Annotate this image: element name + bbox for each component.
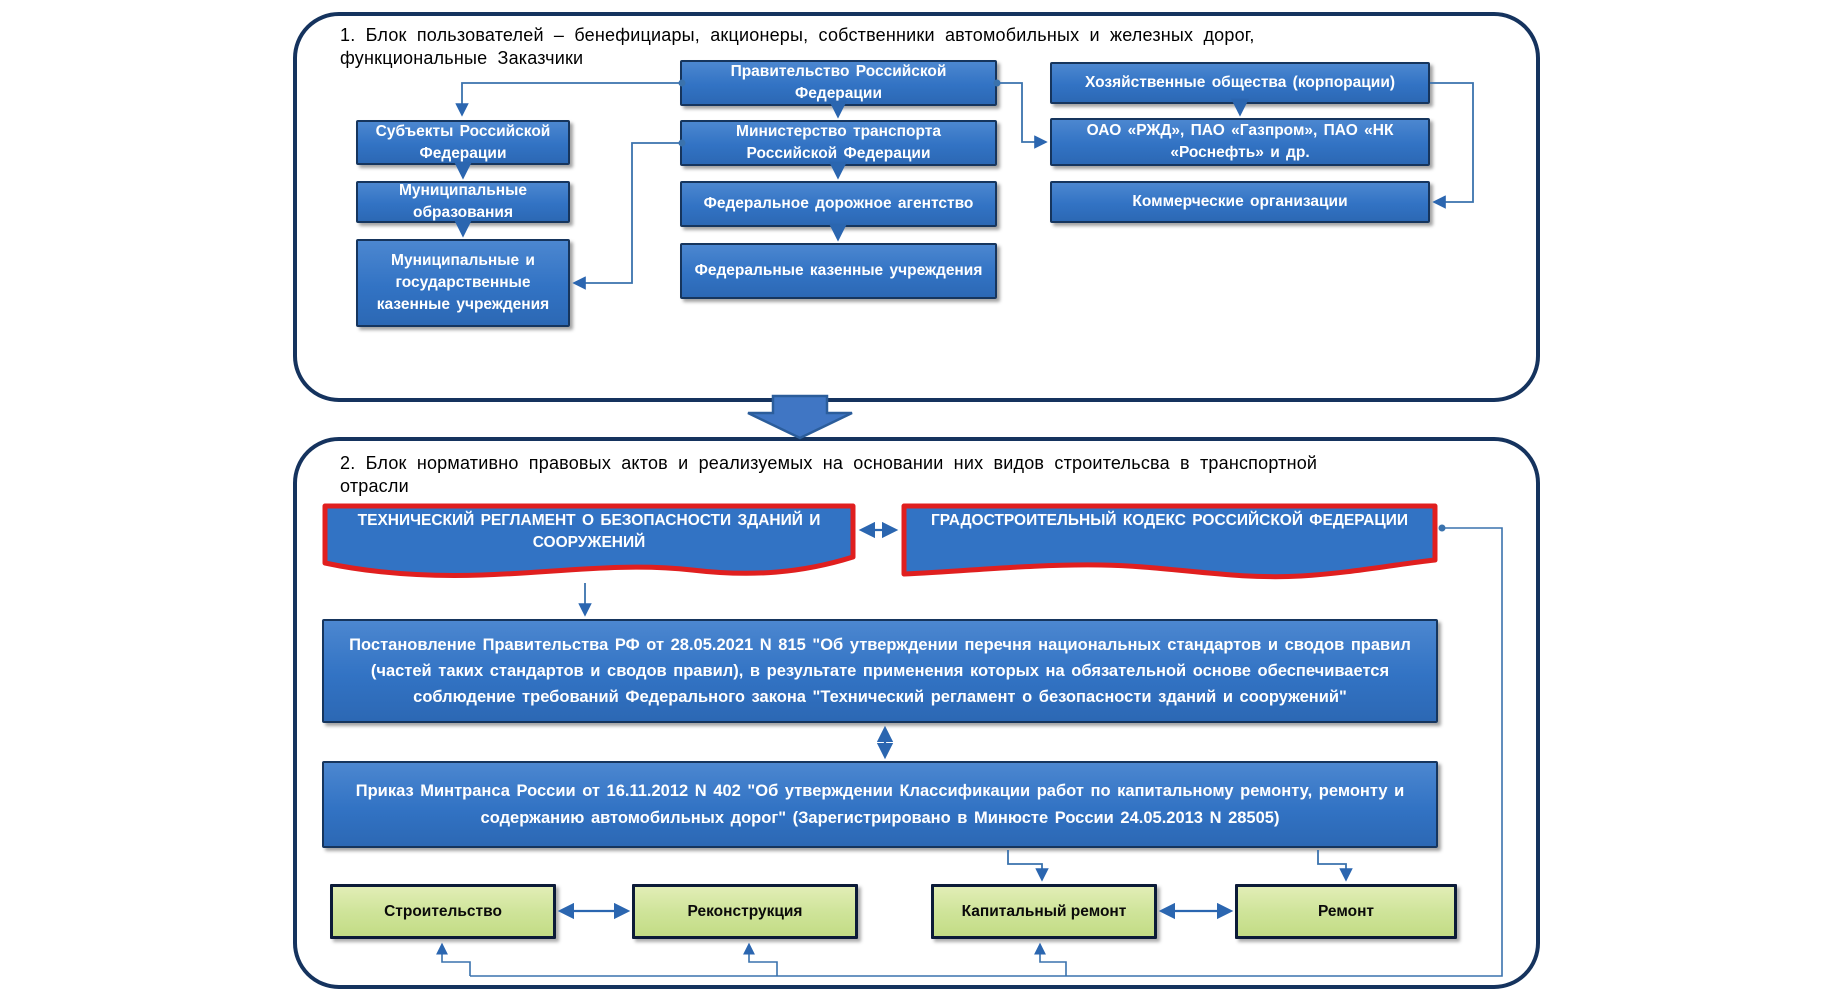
node-remont: Ремонт (1235, 884, 1457, 939)
node-subekty-rf: Субъекты Российской Федерации (356, 120, 570, 165)
block1-title-line1: 1. Блок пользователей – бенефициары, акц… (340, 25, 1255, 45)
node-tehnicheskiy-reglament-label: ТЕХНИЧЕСКИЙ РЕГЛАМЕНТ О БЕЗОПАСНОСТИ ЗДА… (357, 512, 821, 552)
node-gradostroitelnyy-kodeks-label: ГРАДОСТРОИТЕЛЬНЫЙ КОДЕКС РОССИЙСКОЙ ФЕДЕ… (930, 512, 1409, 529)
node-gradostroitelnyy-kodeks: ГРАДОСТРОИТЕЛЬНЫЙ КОДЕКС РОССИЙСКОЙ ФЕДЕ… (901, 503, 1438, 582)
node-stroitelstvo: Строительство (330, 884, 556, 939)
block1-frame (293, 12, 1540, 402)
node-postanovlenie-815: Постановление Правительства РФ от 28.05.… (322, 619, 1438, 723)
node-pravitelstvo: Правительство Российской Федерации (680, 60, 997, 106)
node-kapremont: Капитальный ремонт (931, 884, 1157, 939)
node-oao-rzhd: ОАО «РЖД», ПАО «Газпром», ПАО «НК «Росне… (1050, 118, 1430, 166)
node-tehnicheskiy-reglament: ТЕХНИЧЕСКИЙ РЕГЛАМЕНТ О БЕЗОПАСНОСТИ ЗДА… (322, 503, 856, 582)
block2-title-line1: 2. Блок нормативно правовых актов и реал… (340, 453, 1318, 473)
node-prikaz-402: Приказ Минтранса России от 16.11.2012 N … (322, 761, 1438, 848)
node-fku: Федеральные казенные учреждения (680, 243, 997, 299)
node-municipalnye-obrazovaniya: Муниципальные образования (356, 181, 570, 223)
node-municipalnye-kazennye: Муниципальные и государственные казенные… (356, 239, 570, 327)
node-rosavtodor: Федеральное дорожное агентство (680, 181, 997, 227)
down-arrow-icon (747, 394, 853, 440)
node-kommercheskie: Коммерческие организации (1050, 181, 1430, 223)
node-mintrans: Министерство транспорта Российской Федер… (680, 120, 997, 166)
node-hozyaystvennye-obshestva: Хозяйственные общества (корпорации) (1050, 62, 1430, 104)
node-rekonstrukcia: Реконструкция (632, 884, 858, 939)
block2-title-line2: отрасли (340, 476, 409, 496)
block1-title-line2: функциональные Заказчики (340, 48, 584, 68)
block2-frame (293, 437, 1540, 989)
